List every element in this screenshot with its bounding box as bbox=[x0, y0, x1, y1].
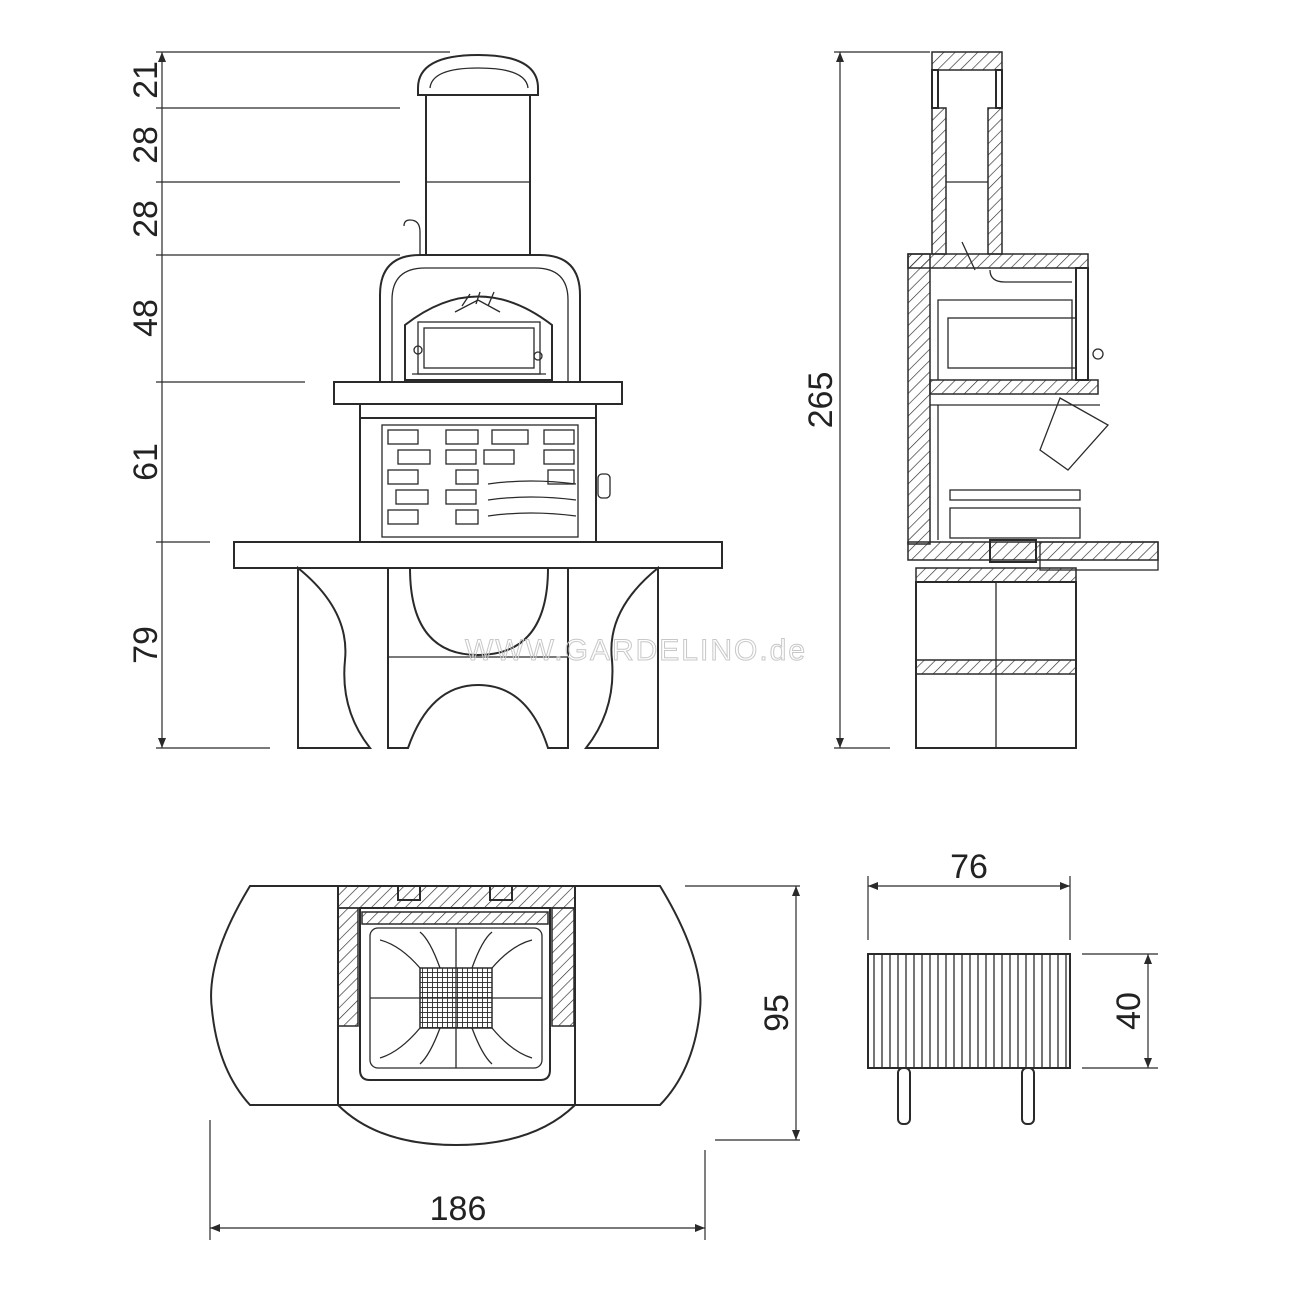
grate-view: 76 40 bbox=[867, 848, 1158, 1125]
dim-label-28-lower: 28 bbox=[127, 200, 165, 238]
watermark-text: WWW.GARDELINO.de bbox=[465, 634, 807, 667]
dim-label-40: 40 bbox=[1110, 992, 1148, 1030]
dim-label-21: 21 bbox=[127, 61, 165, 99]
dim-label-61: 61 bbox=[127, 443, 165, 481]
dim-label-76: 76 bbox=[950, 848, 988, 886]
dim-label-48: 48 bbox=[127, 299, 165, 337]
front-view: WWW.GARDELINO.de 21 28 28 48 61 79 bbox=[127, 51, 807, 749]
dim-label-79: 79 bbox=[127, 626, 165, 664]
top-view: 186 95 bbox=[209, 885, 800, 1240]
front-dimension-chain bbox=[156, 51, 450, 749]
side-view: 265 bbox=[802, 51, 1159, 749]
dim-label-186: 186 bbox=[430, 1190, 487, 1228]
dim-label-95: 95 bbox=[758, 994, 796, 1032]
brick-pattern bbox=[387, 429, 577, 525]
dim-label-265: 265 bbox=[802, 372, 840, 429]
dim-label-28-upper: 28 bbox=[127, 126, 165, 164]
